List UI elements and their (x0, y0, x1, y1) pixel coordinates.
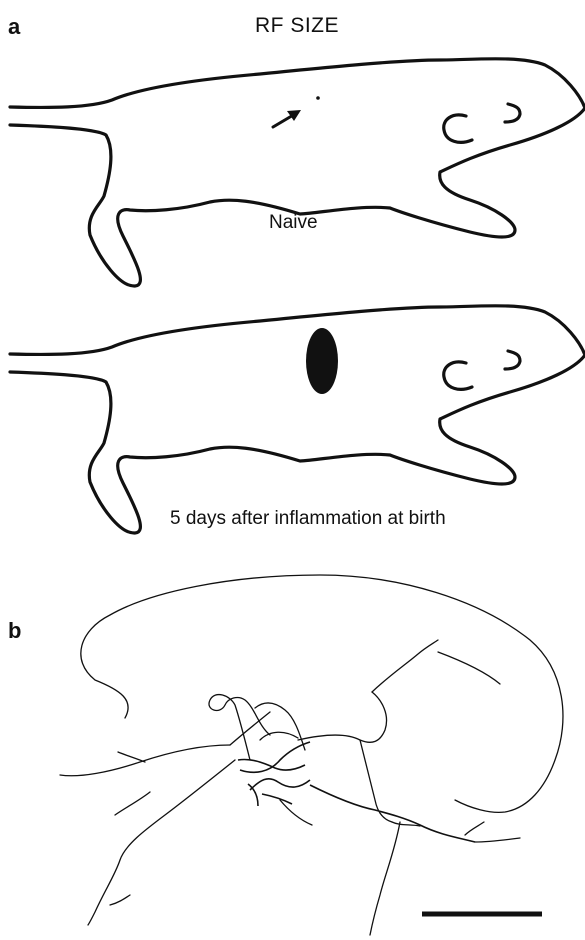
neuron-tracing (60, 575, 563, 935)
rat-outline-naive (10, 59, 585, 286)
rat-outline-inflamed (10, 306, 585, 533)
rf-arrow (273, 110, 301, 127)
rf-dot-naive (316, 96, 320, 100)
rf-area-inflamed (306, 328, 338, 394)
